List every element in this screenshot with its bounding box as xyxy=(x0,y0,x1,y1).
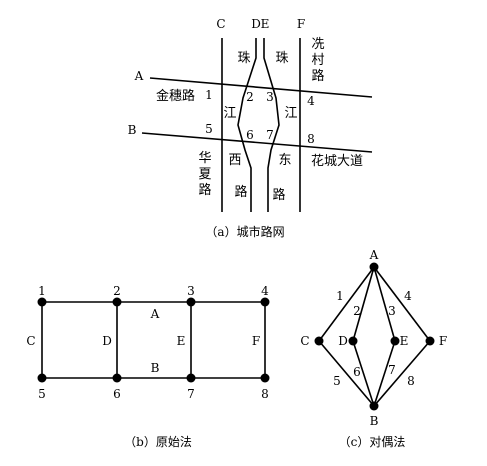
road-label-d: D xyxy=(251,17,261,31)
intersection-2: 2 xyxy=(246,90,254,104)
dual-node-c xyxy=(314,336,324,346)
dual-edge-2 xyxy=(352,266,375,342)
node-6 xyxy=(112,373,122,383)
edge-label-c: C xyxy=(26,334,35,348)
dual-edge-label-3: 3 xyxy=(388,304,396,318)
dual-node-e xyxy=(390,336,400,346)
intersection-1: 1 xyxy=(205,88,213,102)
node-label-1: 1 xyxy=(38,284,46,298)
edge-label-f: F xyxy=(252,334,260,348)
dual-edge-4 xyxy=(373,266,431,342)
dual-node-b xyxy=(369,401,379,411)
caption-a: （a）城市路网 xyxy=(205,224,284,239)
dual-node-label-f: F xyxy=(439,334,447,348)
street-xiancun-1: 冼 xyxy=(311,37,324,52)
intersection-4: 4 xyxy=(307,94,315,108)
intersection-3: 3 xyxy=(266,90,274,104)
intersection-6: 6 xyxy=(246,128,254,142)
dual-edge-label-5: 5 xyxy=(333,374,341,388)
node-8 xyxy=(260,373,270,383)
node-label-2: 2 xyxy=(113,284,121,298)
street-jinsui: 金穗路 xyxy=(156,88,195,104)
street-huaxia-1: 华 xyxy=(198,151,211,166)
dual-edge-5 xyxy=(318,340,375,407)
road-label-c: C xyxy=(216,17,225,31)
node-label-5: 5 xyxy=(38,387,46,401)
dual-edge-label-1: 1 xyxy=(336,289,344,303)
street-zhu-left: 珠 xyxy=(237,51,250,66)
street-huaxia-2: 夏 xyxy=(198,167,211,182)
dual-node-d xyxy=(348,336,358,346)
dual-edge-label-2: 2 xyxy=(353,304,361,318)
dual-edge-label-4: 4 xyxy=(404,289,412,303)
street-xi-lu: 路 xyxy=(234,184,247,200)
diagram-c: A C D E F B 1 2 3 4 5 6 7 8 （c）对偶法 xyxy=(300,248,447,449)
node-label-7: 7 xyxy=(187,387,195,401)
dual-edge-7 xyxy=(373,340,396,407)
node-5 xyxy=(37,373,47,383)
road-b xyxy=(141,132,373,153)
node-2 xyxy=(112,297,122,307)
dual-node-label-d: D xyxy=(338,334,348,348)
diagram-a: C D E F A B 珠 珠 江 江 西 路 东 路 冼 村 路 金穗路 华 … xyxy=(128,17,373,239)
dual-edge-label-8: 8 xyxy=(407,374,415,388)
node-7 xyxy=(186,373,196,383)
road-e xyxy=(263,38,280,212)
dual-node-a xyxy=(369,262,379,272)
edge-label-b: B xyxy=(151,361,160,375)
node-4 xyxy=(260,297,270,307)
street-xiancun-2: 村 xyxy=(311,53,324,68)
road-d xyxy=(237,38,257,212)
caption-c: （c）对偶法 xyxy=(339,435,406,449)
dual-edge-8 xyxy=(373,340,431,407)
diagram-b: 1 2 3 4 5 6 7 8 A B C D E F （b）原始法 xyxy=(26,284,270,449)
street-xiancun-3: 路 xyxy=(311,68,324,84)
node-3 xyxy=(186,297,196,307)
street-jiang-left: 江 xyxy=(223,106,236,121)
dual-node-label-e: E xyxy=(400,334,409,348)
dual-node-f xyxy=(425,336,435,346)
edge-label-d: D xyxy=(102,334,112,348)
street-huaxia-3: 路 xyxy=(198,182,211,198)
caption-b: （b）原始法 xyxy=(124,435,192,449)
road-label-e: E xyxy=(261,17,270,31)
intersection-7: 7 xyxy=(266,128,274,142)
node-label-8: 8 xyxy=(261,387,269,401)
dual-edge-label-6: 6 xyxy=(353,365,361,379)
dual-node-label-c: C xyxy=(300,334,309,348)
street-jiang-right: 江 xyxy=(284,106,297,121)
dual-edge-6 xyxy=(352,340,375,407)
dual-edge-1 xyxy=(318,266,375,342)
street-dong: 东 xyxy=(278,153,291,168)
edge-label-a: A xyxy=(150,307,160,321)
node-label-3: 3 xyxy=(187,284,195,298)
road-label-b: B xyxy=(128,123,137,137)
dual-node-label-a: A xyxy=(369,248,379,262)
street-zhu-right: 珠 xyxy=(275,51,288,66)
node-1 xyxy=(37,297,47,307)
dual-node-label-b: B xyxy=(370,414,379,428)
node-label-4: 4 xyxy=(261,284,269,298)
street-dong-lu: 路 xyxy=(272,187,285,203)
intersection-8: 8 xyxy=(307,132,315,146)
street-huacheng: 花城大道 xyxy=(311,153,363,169)
node-label-6: 6 xyxy=(113,387,121,401)
street-xi: 西 xyxy=(228,153,241,168)
road-label-a: A xyxy=(134,69,144,83)
road-a xyxy=(149,77,373,98)
intersection-5: 5 xyxy=(205,122,213,136)
dual-edge-3 xyxy=(373,266,396,342)
edge-label-e: E xyxy=(177,334,186,348)
dual-edge-label-7: 7 xyxy=(388,363,396,377)
road-label-f: F xyxy=(297,17,305,31)
